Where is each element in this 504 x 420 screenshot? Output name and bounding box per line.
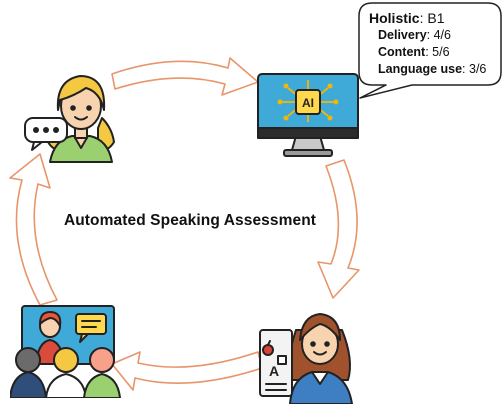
diagram-title: Automated Speaking Assessment <box>63 212 317 229</box>
ai-chip-icon <box>295 89 321 115</box>
score-label: Delivery <box>378 28 427 42</box>
ai-monitor-icon: AI <box>257 73 359 157</box>
speaker-woman-icon <box>24 75 115 163</box>
score-row-content: Content: 5/6 <box>378 45 450 59</box>
holistic-label: Holistic <box>369 10 420 26</box>
arrow-speaker-to-ai <box>111 57 259 96</box>
arrow-ai-to-teacher <box>317 159 360 299</box>
score-value: 4/6 <box>433 28 451 42</box>
score-row-language-use: Language use: 3/6 <box>378 62 487 76</box>
score-value: 5/6 <box>432 45 450 59</box>
holistic-value: B1 <box>427 10 445 26</box>
arrow-teacher-to-students <box>111 351 263 391</box>
score-row-delivery: Delivery: 4/6 <box>378 28 451 42</box>
score-label: Content <box>378 45 426 59</box>
scores-panel: Holistic: B1 Delivery: 4/6 Content: 5/6 … <box>369 9 499 78</box>
worksheet-glyph: A <box>269 363 279 379</box>
score-value: 3/6 <box>469 62 487 76</box>
students-group-icon <box>10 305 121 398</box>
teacher-worksheet-icon: A <box>259 313 353 404</box>
holistic-score-row: Holistic: B1 <box>369 10 445 26</box>
arrow-students-to-speaker <box>9 153 58 306</box>
scores-speech-bubble <box>358 2 502 99</box>
score-label: Language use <box>378 62 463 76</box>
ai-chip-label: AI <box>302 96 314 110</box>
